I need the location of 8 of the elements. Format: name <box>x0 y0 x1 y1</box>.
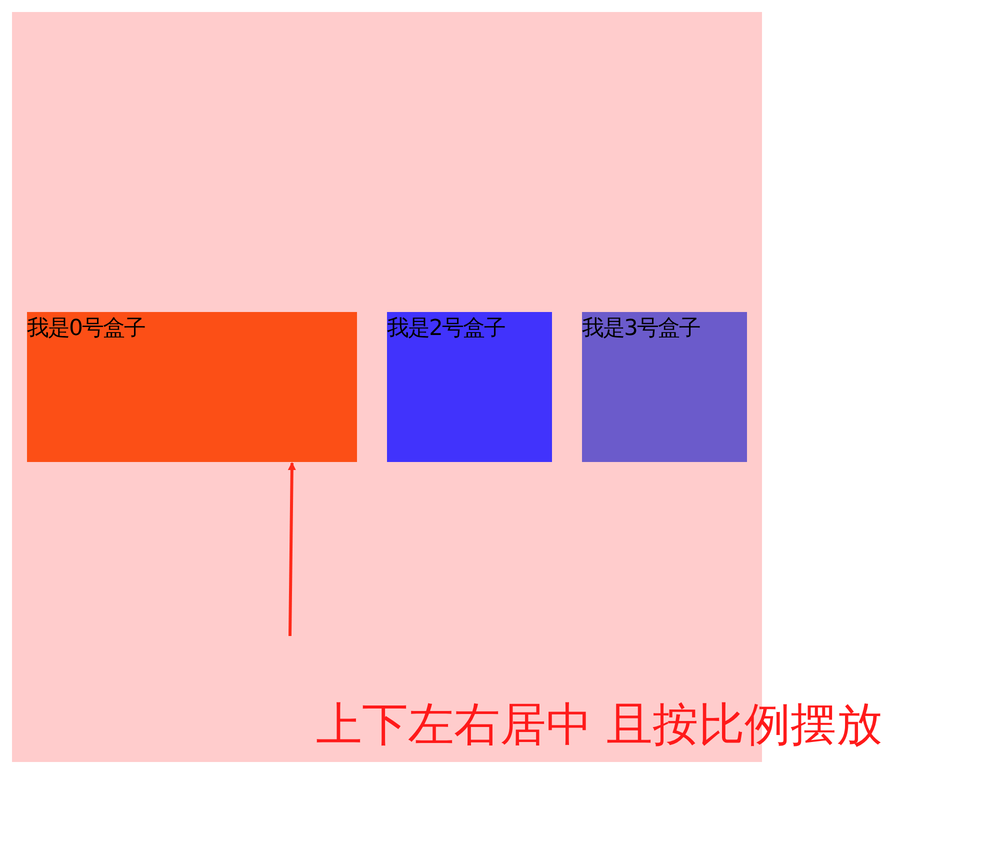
box-label: 我是3号盒子 <box>582 315 700 343</box>
annotation-text: 上下左右居中 且按比例摆放 <box>316 696 883 753</box>
box-label: 我是0号盒子 <box>27 315 145 343</box>
flex-item-box <box>387 312 552 462</box>
arrow <box>288 462 296 636</box>
flex-item-box <box>27 312 357 462</box>
flex-item-box <box>582 312 747 462</box>
box-label: 我是2号盒子 <box>387 315 505 343</box>
